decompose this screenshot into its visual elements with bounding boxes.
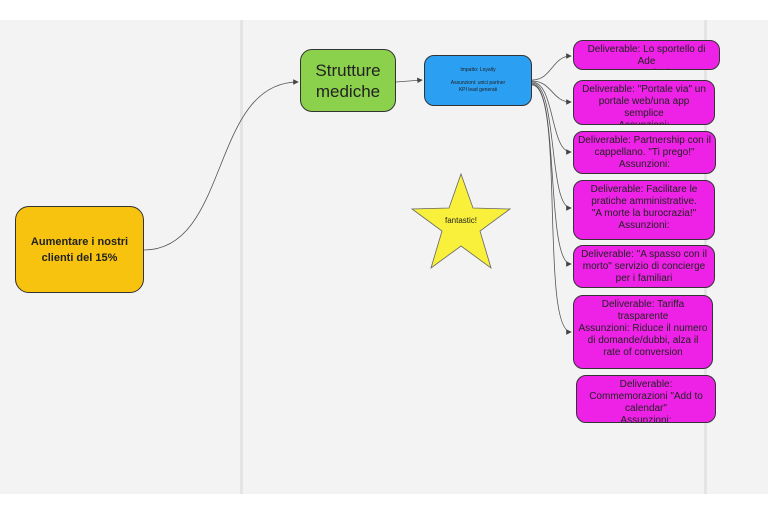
lane-divider (240, 20, 243, 494)
impact-line-2: Assunzioni: unici partner (450, 80, 506, 86)
impact-node[interactable]: Impatto: Loyalty Assunzioni: unici partn… (424, 55, 532, 106)
connector-layer (143, 53, 572, 335)
deliverable-node-4[interactable]: Deliverable: Facilitare le pratiche ammi… (573, 180, 715, 240)
structure-node[interactable]: Strutture mediche (300, 49, 396, 112)
connector-impact-deliverable-2 (531, 80, 572, 105)
connector-goal-structure (143, 79, 299, 251)
deliverable-node-2[interactable]: Deliverable: "Portale via" un portale we… (573, 80, 715, 125)
connector-structure-impact (395, 77, 423, 84)
deliverable-node-5[interactable]: Deliverable: "A spasso con il morto" ser… (573, 245, 715, 288)
impact-line-1: Impatto: Loyalty (460, 67, 496, 73)
goal-node[interactable]: Aumentare i nostri clienti del 15% (15, 206, 144, 293)
connector-impact-deliverable-1 (531, 53, 572, 81)
star-shape[interactable] (409, 172, 513, 272)
star-label: fantastic! (444, 216, 477, 225)
impact-line-3: KPI lead generati (458, 87, 498, 93)
deliverable-node-7[interactable]: Deliverable: Commemorazioni "Add to cale… (576, 375, 716, 423)
connector-impact-deliverable-6 (531, 84, 572, 335)
deliverable-node-6[interactable]: Deliverable: Tariffa trasparente Assunzi… (573, 295, 713, 369)
connector-impact-deliverable-4 (531, 82, 572, 211)
deliverable-node-1[interactable]: Deliverable: Lo sportello di Ade Assunzi… (573, 40, 720, 70)
connector-impact-deliverable-3 (531, 81, 572, 155)
connector-impact-deliverable-5 (531, 83, 572, 267)
deliverable-node-3[interactable]: Deliverable: Partnership con il cappella… (573, 131, 716, 174)
diagram-canvas[interactable]: Aumentare i nostri clienti del 15% Strut… (0, 20, 768, 494)
